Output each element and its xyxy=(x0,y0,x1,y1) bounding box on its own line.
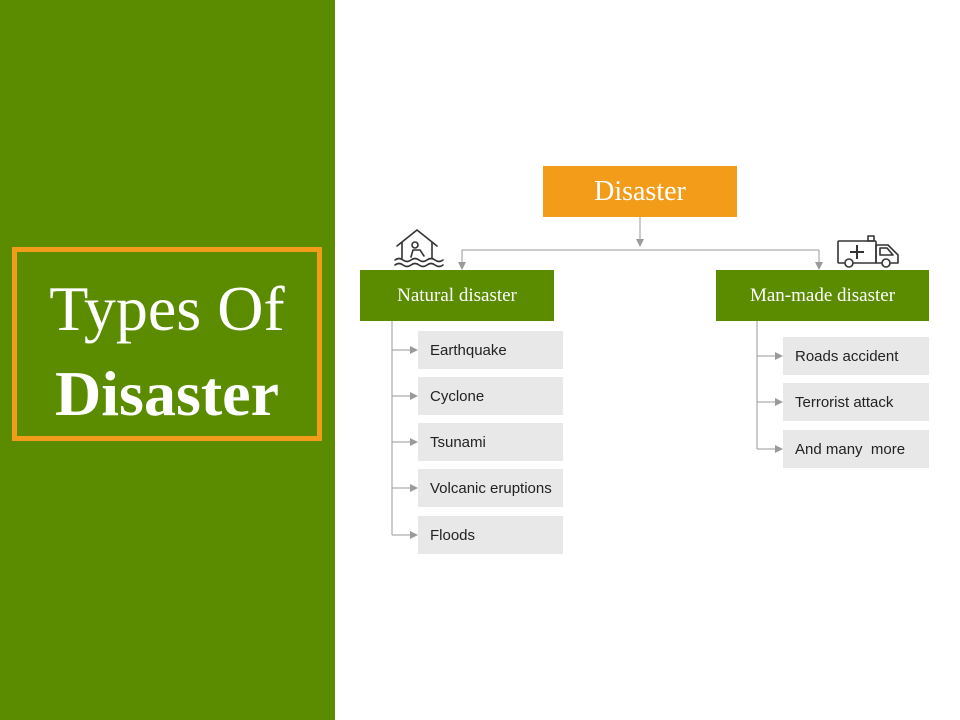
manmade-disaster-node: Man-made disaster xyxy=(716,270,929,321)
title-frame: Types Of Disaster xyxy=(12,247,322,441)
manmade-item-roads-accident: Roads accident xyxy=(783,337,929,375)
natural-item-volcanic-eruptions: Volcanic eruptions xyxy=(418,469,563,507)
root-node: Disaster xyxy=(543,166,737,217)
natural-item-cyclone: Cyclone xyxy=(418,377,563,415)
natural-item-earthquake: Earthquake xyxy=(418,331,563,369)
flood-house-icon xyxy=(394,229,444,268)
left-panel: Types Of Disaster xyxy=(0,0,335,720)
natural-item-tsunami: Tsunami xyxy=(418,423,563,461)
manmade-item-and-many-more: And many more xyxy=(783,430,929,468)
natural-disaster-node: Natural disaster xyxy=(360,270,554,321)
natural-item-floods: Floods xyxy=(418,516,563,554)
manmade-item-terrorist-attack: Terrorist attack xyxy=(783,383,929,421)
title-line-1: Types Of xyxy=(49,273,285,344)
title-line-2: Disaster xyxy=(55,358,279,429)
ambulance-icon xyxy=(837,235,899,268)
